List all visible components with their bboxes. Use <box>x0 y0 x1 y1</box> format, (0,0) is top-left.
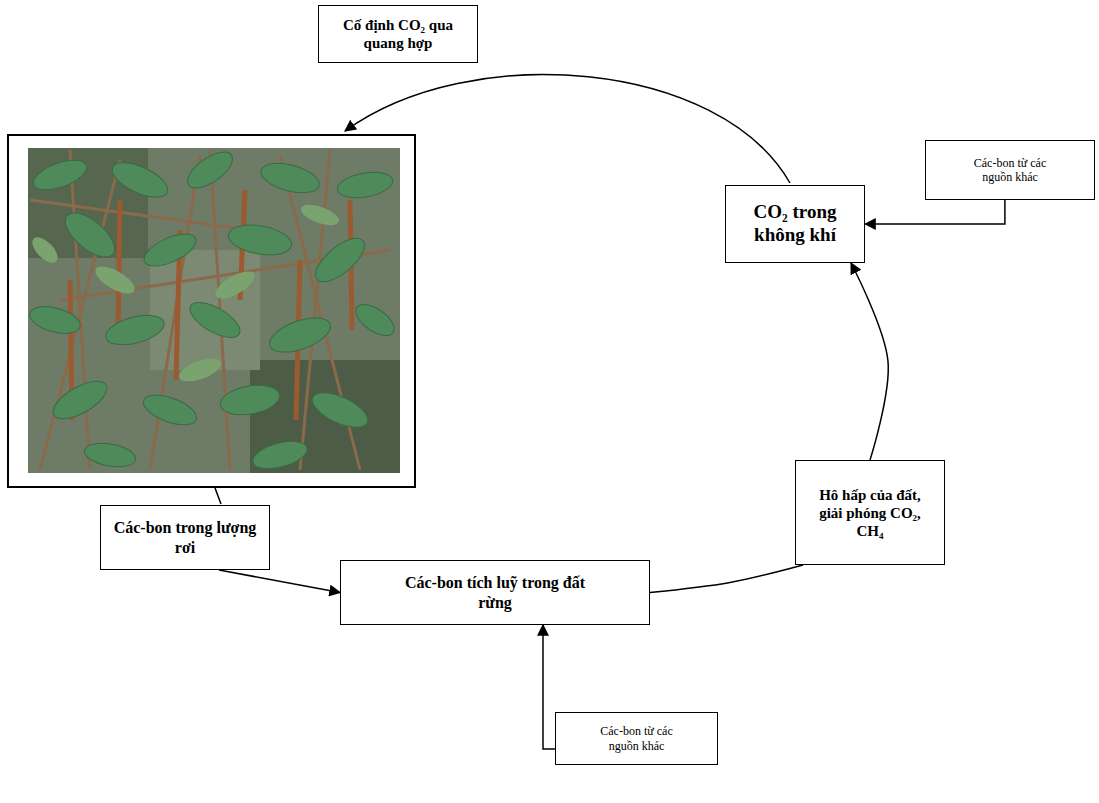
flow-connector <box>543 625 555 749</box>
box-label: Hô hấp của đất, giải phóng CO₂, CH₄ <box>808 486 933 540</box>
process-box: Cố định CO₂ qua quang hợp <box>318 5 478 63</box>
box-label: CO₂ trong không khí <box>735 201 855 247</box>
flow-connector <box>650 565 803 593</box>
box-label: Các-bon từ các nguồn khác <box>960 156 1060 185</box>
box-label: Các-bon tích luỹ trong đất rừng <box>395 573 595 611</box>
litter-line <box>215 488 221 504</box>
flow-connector <box>865 200 1005 224</box>
flow-connector <box>851 263 888 460</box>
pool-box: CO₂ trong không khí <box>725 185 865 263</box>
box-label: Cố định CO₂ qua quang hợp <box>328 16 468 52</box>
process-box: Hô hấp của đất, giải phóng CO₂, CH₄ <box>795 460 945 565</box>
box-label: Các-bon từ các nguồn khác <box>587 724 687 753</box>
mangrove-photo <box>27 145 400 474</box>
photo-frame <box>8 135 415 487</box>
pool-box: Các-bon tích luỹ trong đất rừng <box>340 560 650 625</box>
process-box: Các-bon trong lượng rơi <box>100 505 270 570</box>
source-box: Các-bon từ các nguồn khác <box>925 140 1095 200</box>
source-box: Các-bon từ các nguồn khác <box>555 712 718 765</box>
box-label: Các-bon trong lượng rơi <box>110 518 260 556</box>
flow-connector <box>219 570 340 593</box>
